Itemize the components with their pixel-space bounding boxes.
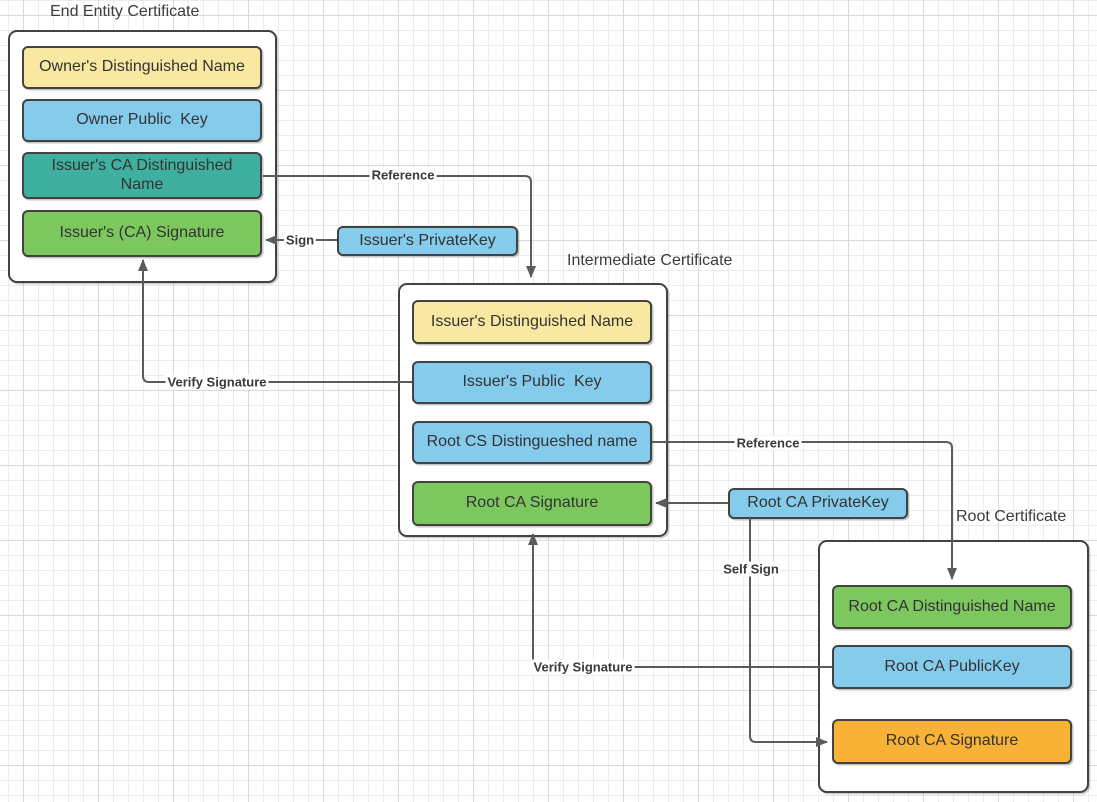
root-ca-private-key-box: Root CA PrivateKey <box>728 488 908 519</box>
reference-right-label: Reference <box>734 435 802 451</box>
sign-label: Sign <box>283 232 317 248</box>
owner-public-key-field: Owner Public Key <box>22 99 262 142</box>
root-ca-signature-intermediate-field: Root CA Signature <box>412 481 652 526</box>
verify-signature-bottom-connector <box>528 533 832 668</box>
self-sign-label: Self Sign <box>721 561 781 577</box>
root-cs-distinguished-name-field: Root CS Distingueshed name <box>412 421 652 464</box>
root-ca-distinguished-name-field: Root CA Distinguished Name <box>832 585 1072 629</box>
verify-signature-left-label: Verify Signature <box>165 374 269 390</box>
reference-top-label: Reference <box>369 167 437 183</box>
intermediate-certificate-title: Intermediate Certificate <box>567 252 733 269</box>
issuer-ca-signature-field: Issuer's (CA) Signature <box>22 210 262 257</box>
issuer-public-key-field: Issuer's Public Key <box>412 361 652 404</box>
root-certificate-title: Root Certificate <box>956 508 1067 525</box>
root-ca-signature-root-field: Root CA Signature <box>832 719 1072 764</box>
verify-signature-bottom-label: Verify Signature <box>531 659 635 675</box>
root-ca-public-key-field: Root CA PublicKey <box>832 645 1072 689</box>
self-sign-connector <box>749 518 828 747</box>
issuer-private-key-box: Issuer's PrivateKey <box>337 226 518 256</box>
end-entity-certificate-title: End Entity Certificate <box>50 3 200 20</box>
issuer-distinguished-name-field: Issuer's Distinguished Name <box>412 300 652 344</box>
issuer-ca-distinguished-name-field: Issuer's CA Distinguished Name <box>22 152 262 199</box>
owner-distinguished-name-field: Owner's Distinguished Name <box>22 46 262 89</box>
